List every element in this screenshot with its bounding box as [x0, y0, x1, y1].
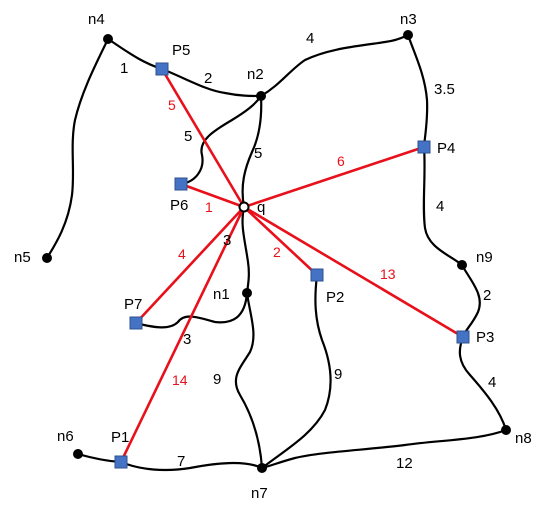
edge-n1-n7 — [234, 291, 264, 470]
edge-n2-q — [241, 94, 263, 209]
poi-p1 — [114, 455, 128, 469]
distance-q-p6: 1 — [205, 199, 213, 215]
label-n8: n8 — [515, 430, 532, 447]
edge-p1-n7 — [119, 460, 264, 472]
label-n4: n4 — [88, 11, 105, 28]
node-n8 — [501, 425, 511, 435]
weight-n1-n7: 9 — [213, 371, 221, 388]
node-n3 — [403, 30, 413, 40]
weight-n3-p4: 3.5 — [434, 81, 455, 98]
distance-q-p7: 4 — [178, 246, 186, 262]
dist-line-q-p2 — [242, 205, 319, 277]
weight-q-n1: 3 — [223, 232, 231, 249]
query-label: q — [257, 199, 265, 216]
distance-labels: 14 2 13 6 5 1 4 — [168, 97, 396, 388]
dist-line-q-p6 — [179, 182, 246, 209]
edge-q-n1 — [241, 205, 250, 295]
edge-p6-n2 — [179, 94, 263, 186]
label-p5: P5 — [172, 42, 190, 59]
node-n6 — [73, 449, 83, 459]
weight-p2-n7: 9 — [334, 366, 342, 383]
label-p3: P3 — [476, 329, 494, 346]
label-n7: n7 — [251, 485, 268, 502]
road-edges — [45, 33, 508, 472]
label-n6: n6 — [57, 428, 74, 445]
node-n2 — [256, 91, 266, 101]
poi-p3 — [456, 330, 470, 344]
distance-q-p4: 6 — [337, 153, 345, 169]
poi-p4 — [417, 140, 431, 154]
label-p1: P1 — [111, 429, 129, 446]
dist-line-q-p1 — [119, 205, 246, 464]
label-n3: n3 — [400, 11, 417, 28]
distance-lines — [119, 67, 465, 464]
distance-q-p5: 5 — [168, 97, 176, 113]
dist-line-q-p4 — [242, 145, 426, 209]
network-nodes — [42, 30, 511, 473]
weight-n2-q: 5 — [254, 145, 262, 162]
query-point — [238, 201, 250, 213]
poi-markers — [114, 62, 470, 469]
edge-n9-p3 — [460, 263, 481, 339]
node-n1 — [242, 288, 252, 298]
edge-p3-n8 — [458, 335, 508, 432]
weight-p1-n7: 7 — [177, 453, 185, 470]
node-labels: n1 n2 n3 n4 n5 n6 n7 n8 n9 — [14, 11, 532, 502]
label-p7: P7 — [124, 296, 142, 313]
edge-n2-n3 — [259, 33, 410, 98]
weight-n4-p5: 1 — [120, 60, 128, 77]
node-n4 — [103, 34, 113, 44]
edge-p4-n9 — [422, 145, 464, 267]
edge-n3-p4 — [406, 33, 429, 149]
node-n5 — [42, 253, 52, 263]
poi-p5 — [155, 62, 169, 76]
poi-p7 — [129, 316, 143, 330]
edge-p7-n1 — [134, 291, 249, 329]
distance-q-p1: 14 — [172, 372, 188, 388]
distance-q-p2: 2 — [273, 244, 281, 260]
label-n1: n1 — [213, 286, 230, 303]
weight-n2-n3: 4 — [306, 30, 314, 47]
node-n7 — [257, 463, 267, 473]
edge-n4-p5 — [106, 37, 164, 71]
weight-p7-n1: 3 — [183, 331, 191, 348]
edge-p2-n7 — [260, 273, 332, 470]
edge-n4-n5 — [45, 37, 110, 260]
weight-p3-n8: 4 — [488, 374, 496, 391]
label-p2: P2 — [326, 289, 344, 306]
label-n5: n5 — [14, 249, 31, 266]
weight-p4-n9: 4 — [436, 198, 444, 215]
poi-labels: P1 P2 P3 P4 P5 P6 P7 — [111, 42, 494, 446]
edge-weight-labels: 1 2 4 3.5 4 2 4 12 7 9 9 5 5 3 3 — [120, 30, 496, 472]
distance-q-p3: 13 — [380, 266, 396, 282]
edge-p5-n2 — [160, 67, 263, 98]
weight-p5-n2: 2 — [204, 70, 212, 87]
poi-p6 — [174, 177, 188, 191]
weight-n8-n7: 12 — [396, 455, 413, 472]
weight-n9-p3: 2 — [483, 287, 491, 304]
edge-n8-n7 — [260, 428, 508, 470]
label-p4: P4 — [437, 140, 455, 157]
label-n9: n9 — [476, 249, 493, 266]
poi-p2 — [310, 268, 324, 282]
dist-line-q-p3 — [242, 205, 465, 339]
label-n2: n2 — [247, 66, 264, 83]
dist-line-q-p7 — [134, 205, 246, 325]
weight-p6-n2: 5 — [184, 128, 192, 145]
label-p6: P6 — [170, 197, 188, 214]
node-n9 — [457, 260, 467, 270]
dist-line-q-p5 — [160, 67, 246, 209]
